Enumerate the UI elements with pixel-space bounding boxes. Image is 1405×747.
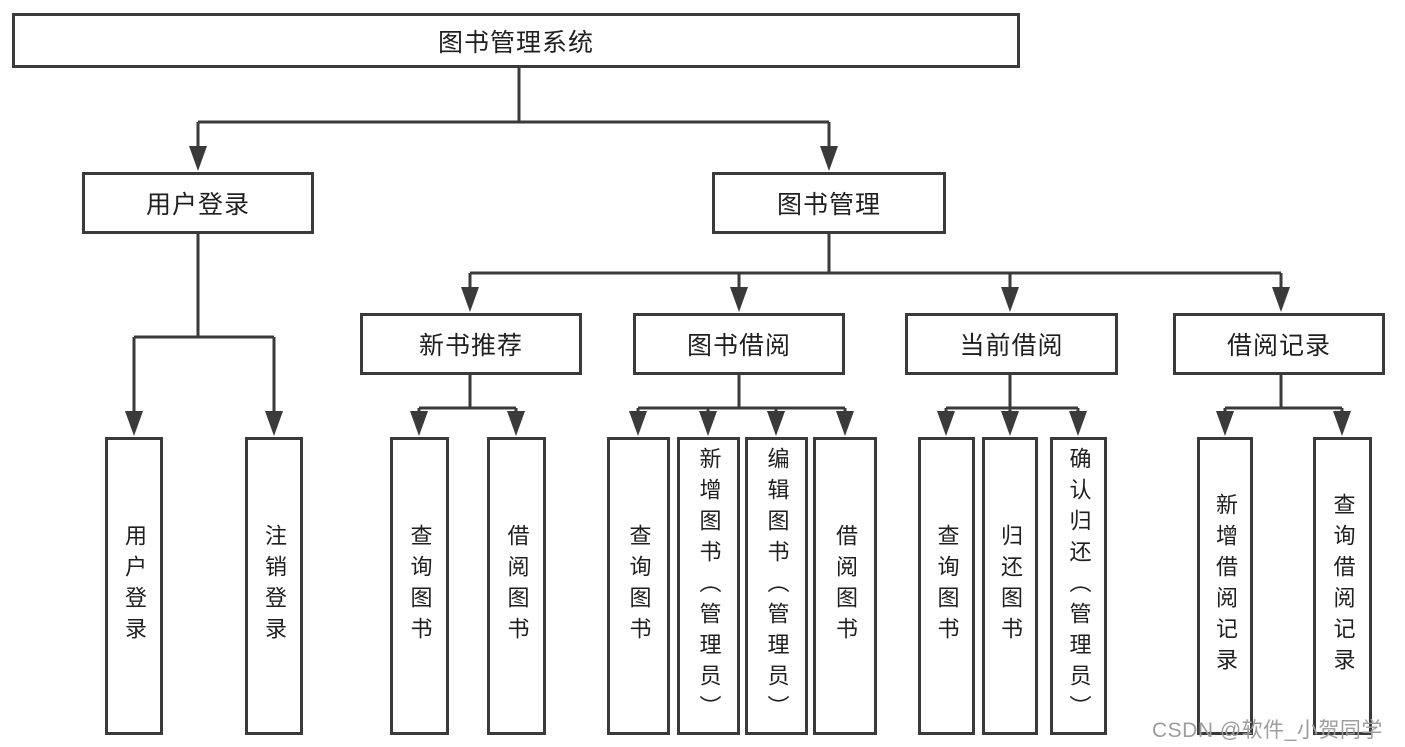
node-book-borrowing: 图书借阅 [633, 313, 845, 375]
leaf-user-login: 用户登录 [105, 437, 163, 735]
leaf-newbook-query-books: 查询图书 [390, 437, 449, 735]
leaf-label: 注销登录 [262, 524, 287, 648]
node-new-book-recommendation: 新书推荐 [360, 313, 582, 375]
node-label: 新书推荐 [418, 332, 523, 360]
leaf-query-borrow-record: 查询借阅记录 [1313, 437, 1372, 735]
leaf-borrow-borrow-books: 借阅图书 [813, 437, 877, 735]
arrowhead-icons [125, 146, 1351, 436]
leaf-label: 用户登录 [122, 524, 147, 648]
leaf-add-books-admin: 新增图书（管理员） [677, 437, 740, 735]
node-label: 用户登录 [145, 191, 250, 219]
node-library-management-system: 图书管理系统 [12, 13, 1020, 68]
leaf-label: 借阅图书 [833, 524, 858, 648]
leaf-label: 归还图书 [998, 524, 1023, 648]
leaf-newbook-borrow-books: 借阅图书 [487, 437, 546, 735]
leaf-label: 查询图书 [407, 524, 433, 648]
leaf-current-query-books: 查询图书 [918, 437, 975, 735]
node-user-login: 用户登录 [82, 172, 314, 234]
leaf-label: 查询图书 [934, 524, 960, 648]
leaf-confirm-return-admin: 确认归还（管理员） [1050, 437, 1107, 735]
leaf-label: 新增图书（管理员） [696, 446, 722, 726]
leaf-label: 编辑图书（管理员） [764, 446, 790, 726]
watermark: CSDN @软件_小贺同学 [1152, 719, 1383, 742]
leaf-edit-books-admin: 编辑图书（管理员） [745, 437, 808, 735]
leaf-return-books: 归还图书 [982, 437, 1038, 735]
node-label: 图书借阅 [686, 332, 791, 360]
node-label: 借阅记录 [1226, 332, 1331, 360]
leaf-label: 查询图书 [626, 524, 652, 648]
node-book-management: 图书管理 [712, 172, 946, 234]
node-label: 图书管理 [776, 191, 881, 219]
leaf-logout: 注销登录 [245, 437, 303, 735]
leaf-label: 借阅图书 [504, 524, 530, 648]
node-label: 当前借阅 [959, 332, 1064, 360]
leaf-label: 确认归还（管理员） [1066, 446, 1092, 726]
node-current-borrowing: 当前借阅 [905, 313, 1118, 375]
leaf-add-borrow-record: 新增借阅记录 [1197, 437, 1253, 735]
leaf-label: 查询借阅记录 [1330, 493, 1356, 679]
leaf-borrow-query-books: 查询图书 [607, 437, 670, 735]
leaf-label: 新增借阅记录 [1213, 493, 1238, 679]
node-label: 图书管理系统 [437, 28, 594, 57]
node-borrowing-records: 借阅记录 [1173, 313, 1385, 375]
